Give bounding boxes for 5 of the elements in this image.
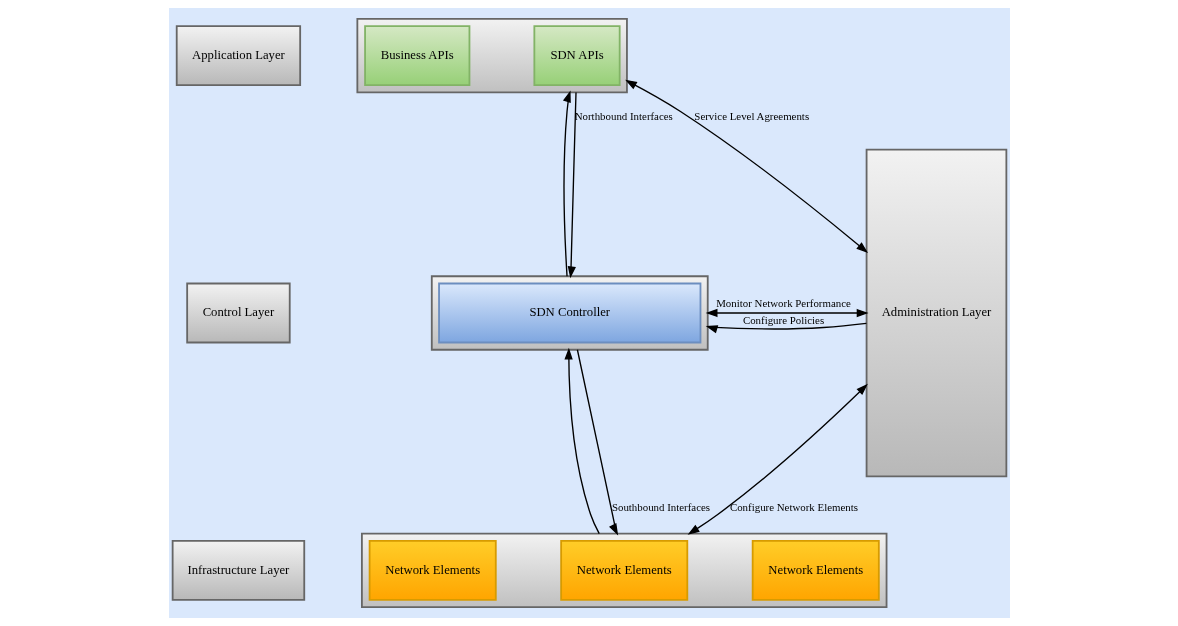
- edge-label: Southbound Interfaces: [611, 501, 710, 514]
- edge-label: Monitor Network Performance: [715, 297, 851, 310]
- edge-label: Configure Policies: [742, 314, 824, 327]
- edge-label: Configure Network Elements: [729, 501, 858, 514]
- edge-label: Service Level Agreements: [693, 110, 809, 123]
